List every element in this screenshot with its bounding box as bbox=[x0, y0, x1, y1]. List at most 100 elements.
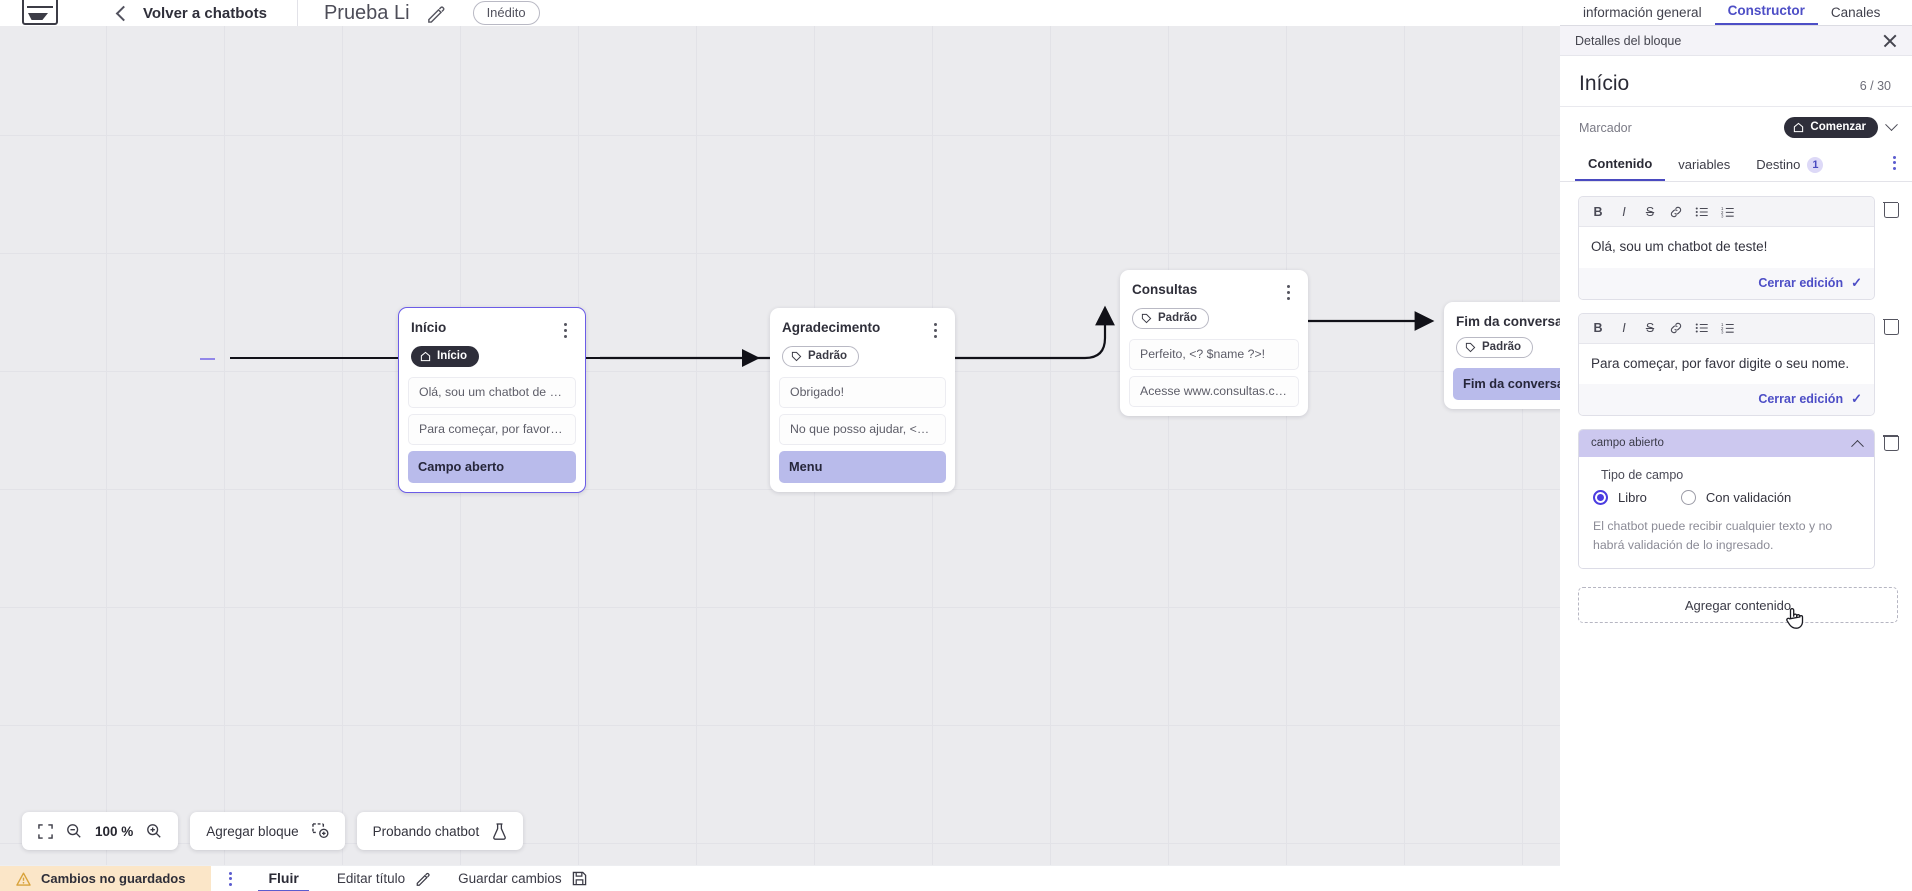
node-message-row[interactable]: Perfeito, <? $name ?>! bbox=[1129, 339, 1299, 370]
tab-variables[interactable]: variables bbox=[1678, 157, 1731, 172]
edit-title-button[interactable]: Editar título bbox=[337, 871, 430, 886]
node-tags: Padrão bbox=[1120, 300, 1308, 339]
accordion-header[interactable]: campo abierto bbox=[1579, 430, 1874, 458]
strikethrough-icon[interactable]: S bbox=[1645, 204, 1655, 219]
tab-canales[interactable]: Canales bbox=[1830, 5, 1881, 20]
zoom-out-icon[interactable] bbox=[66, 823, 82, 839]
panel-subheader: Detalles del bloque bbox=[1560, 26, 1912, 56]
tab-contenido[interactable]: Contenido bbox=[1575, 152, 1666, 181]
strikethrough-icon[interactable]: S bbox=[1645, 321, 1655, 336]
close-icon[interactable] bbox=[1882, 33, 1898, 49]
zoom-in-icon[interactable] bbox=[146, 823, 162, 839]
chevron-left-icon[interactable] bbox=[115, 5, 132, 21]
back-to-chatbots-link[interactable]: Volver a chatbots bbox=[143, 4, 267, 22]
node-message-row[interactable]: Acesse www.consultas.com par... bbox=[1129, 376, 1299, 407]
node-tag-default: Padrão bbox=[1132, 308, 1209, 329]
node-message-row[interactable]: Para começar, por favor digite o ... bbox=[408, 414, 576, 445]
bullet-list-icon[interactable] bbox=[1689, 201, 1715, 222]
node-rows: Fim da conversa bbox=[1444, 368, 1560, 400]
svg-text:2: 2 bbox=[1721, 209, 1724, 214]
fit-screen-icon[interactable] bbox=[38, 823, 53, 839]
marcador-chip[interactable]: Comenzar bbox=[1784, 117, 1878, 138]
trash-icon[interactable] bbox=[1883, 317, 1899, 335]
node-field-row[interactable]: Campo aberto bbox=[408, 451, 576, 483]
node-menu-icon[interactable] bbox=[1280, 282, 1296, 300]
tag-icon bbox=[1465, 342, 1476, 352]
close-edit-button[interactable]: Cerrar edición ✓ bbox=[1579, 384, 1874, 416]
node-rows: Olá, sou um chatbot de teste! Para começ… bbox=[399, 377, 585, 483]
chevron-down-icon[interactable] bbox=[1885, 118, 1898, 132]
save-changes-label: Guardar cambios bbox=[458, 871, 562, 886]
top-bar: Volver a chatbots Prueba Li Inédito bbox=[0, 0, 1560, 26]
char-counter: 6 / 30 bbox=[1859, 79, 1891, 93]
close-edit-label: Cerrar edición bbox=[1758, 392, 1844, 407]
accordion-title: campo abierto bbox=[1591, 437, 1664, 450]
pencil-icon bbox=[415, 871, 430, 886]
flow-node-agradecimento[interactable]: Agradecimento Padrão Obrigado! No que po… bbox=[770, 308, 955, 492]
flow-node-fim-da-conversa[interactable]: Fim da conversa Padrão Fim da conversa bbox=[1444, 302, 1560, 409]
tab-destino-label: Destino bbox=[1756, 157, 1801, 172]
tab-destino[interactable]: Destino 1 bbox=[1743, 153, 1836, 181]
tab-informacion-general[interactable]: información general bbox=[1583, 5, 1702, 20]
node-field-row[interactable]: Menu bbox=[779, 451, 946, 483]
link-icon[interactable] bbox=[1663, 201, 1689, 222]
accordion-body: Tipo de campo Libro Con validación El ch… bbox=[1579, 457, 1874, 568]
bullet-list-icon[interactable] bbox=[1689, 318, 1715, 339]
radio-con-validacion[interactable] bbox=[1680, 490, 1696, 506]
radio-libro[interactable] bbox=[1593, 490, 1608, 506]
block-title: Início bbox=[1579, 72, 1630, 95]
node-message-row[interactable]: No que posso ajudar, <? $name ... bbox=[779, 414, 946, 445]
campo-abierto-accordion: campo abierto Tipo de campo Libro Con va… bbox=[1578, 429, 1875, 569]
trash-icon[interactable] bbox=[1883, 433, 1899, 452]
flow-canvas[interactable]: Início Início Olá, sou um chatbot de tes… bbox=[0, 26, 1560, 866]
trash-icon[interactable] bbox=[1883, 200, 1899, 218]
edit-title-label: Editar título bbox=[336, 871, 406, 886]
status-badge: Inédito bbox=[472, 1, 540, 25]
footer-menu-icon[interactable] bbox=[229, 871, 233, 886]
flow-node-consultas[interactable]: Consultas Padrão Perfeito, <? $name ?>! … bbox=[1120, 270, 1308, 416]
italic-icon[interactable]: I bbox=[1622, 321, 1626, 336]
bold-icon[interactable]: B bbox=[1593, 204, 1603, 219]
field-type-radio-group: Libro Con validación bbox=[1593, 490, 1860, 506]
close-edit-button[interactable]: Cerrar edición ✓ bbox=[1579, 267, 1874, 299]
test-chatbot-label: Probando chatbot bbox=[372, 823, 480, 839]
home-icon bbox=[420, 351, 431, 361]
node-message-row[interactable]: Obrigado! bbox=[779, 377, 946, 408]
node-header: Fim da conversa bbox=[1444, 312, 1560, 329]
warning-triangle-icon bbox=[16, 872, 31, 886]
tab-fluir[interactable]: Fluir bbox=[258, 866, 309, 891]
node-menu-icon[interactable] bbox=[557, 320, 573, 338]
italic-icon[interactable]: I bbox=[1622, 204, 1626, 219]
node-tag-start: Início bbox=[411, 346, 480, 367]
add-block-button[interactable]: Agregar bloque bbox=[190, 812, 345, 850]
chevron-up-icon[interactable] bbox=[1851, 439, 1864, 453]
node-header: Consultas bbox=[1120, 280, 1308, 300]
flow-node-inicio[interactable]: Início Início Olá, sou um chatbot de tes… bbox=[398, 307, 586, 493]
panel-tabs-menu-icon[interactable] bbox=[1893, 155, 1900, 178]
message-text-input[interactable]: Olá, sou um chatbot de teste! bbox=[1579, 227, 1874, 268]
panel-content-tabs: Contenido variables Destino 1 bbox=[1560, 148, 1912, 182]
save-changes-button[interactable]: Guardar cambios bbox=[458, 871, 587, 886]
edit-title-pencil-icon[interactable] bbox=[426, 4, 445, 23]
message-text-input[interactable]: Para começar, por favor digite o seu nom… bbox=[1579, 343, 1874, 385]
home-icon bbox=[1794, 122, 1804, 132]
field-type-label: Tipo de campo bbox=[1601, 468, 1684, 483]
tab-constructor[interactable]: Constructor bbox=[1714, 3, 1818, 25]
node-tag-label: Padrão bbox=[1482, 341, 1521, 353]
add-content-button[interactable]: Agregar contenido bbox=[1578, 587, 1898, 629]
node-message-row[interactable]: Olá, sou um chatbot de teste! bbox=[408, 377, 576, 408]
node-menu-icon[interactable] bbox=[927, 320, 943, 338]
node-title: Fim da conversa bbox=[1456, 314, 1560, 329]
node-field-row[interactable]: Fim da conversa bbox=[1453, 368, 1560, 400]
link-icon[interactable] bbox=[1663, 318, 1689, 339]
marcador-control[interactable]: Comenzar bbox=[1784, 117, 1898, 138]
vtex-logo-icon bbox=[22, 0, 58, 25]
svg-text:2: 2 bbox=[1721, 326, 1724, 331]
bold-icon[interactable]: B bbox=[1593, 321, 1603, 336]
test-chatbot-button[interactable]: Probando chatbot bbox=[356, 812, 524, 850]
divider bbox=[296, 0, 298, 26]
unsaved-changes-label: Cambios no guardados bbox=[41, 871, 186, 886]
